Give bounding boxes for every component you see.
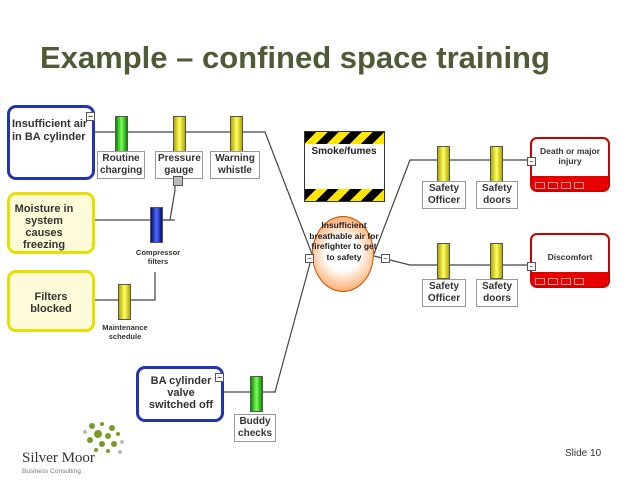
consequence-death[interactable]: Death or major injury −: [527, 137, 610, 192]
barrier-label: Maintenance schedule: [102, 323, 148, 341]
barrier-safety-doors-2[interactable]: [490, 243, 503, 279]
top-event[interactable]: Insufficient breathable air for firefigh…: [309, 216, 379, 292]
threat-label: Insufficient air in BA cylinder: [12, 118, 88, 143]
company-logo: Silver Moor Business Consulting: [22, 420, 132, 483]
logo-tagline: Business Consulting: [22, 468, 81, 475]
collapse-icon[interactable]: −: [381, 254, 390, 263]
barrier-label: Warning whistle: [210, 151, 260, 179]
page-title: Example – confined space training: [40, 40, 550, 75]
hazard-box[interactable]: Smoke/fumes: [304, 131, 385, 202]
logo-name: Silver Moor: [22, 450, 95, 466]
threat-moisture[interactable]: Moisture in system causes freezing: [7, 192, 95, 254]
barrier-buddy-checks[interactable]: [250, 376, 263, 412]
barrier-label: Pressure gauge: [155, 151, 203, 179]
consequence-label: Discomfort: [547, 252, 593, 262]
consequence-rating: [532, 176, 608, 190]
barrier-label: Safety doors: [476, 279, 518, 307]
barrier-label: Buddy checks: [234, 414, 276, 442]
threat-valve-off[interactable]: BA cylinder valve switched off −: [136, 366, 224, 422]
collapse-icon[interactable]: −: [527, 262, 536, 271]
threat-filters-blocked[interactable]: Filters blocked: [7, 270, 95, 332]
threat-label: Moisture in system causes freezing: [14, 203, 74, 251]
collapse-icon[interactable]: −: [215, 373, 224, 382]
barrier-safety-officer-2[interactable]: [437, 243, 450, 279]
threat-label: BA cylinder valve switched off: [148, 375, 214, 411]
hazard-stripes: [305, 132, 384, 144]
barrier-pressure-gauge[interactable]: [173, 116, 186, 152]
barrier-routine-charging[interactable]: [115, 116, 128, 152]
barrier-maintenance[interactable]: [118, 284, 131, 320]
slide-number: Slide 10: [565, 448, 602, 459]
barrier-label: Safety doors: [476, 181, 518, 209]
barrier-label: Compressor filters: [135, 248, 181, 266]
collapse-icon[interactable]: −: [86, 112, 95, 121]
hazard-stripes: [305, 189, 384, 201]
consequence-label: Death or major injury: [540, 146, 600, 166]
barrier-label: Safety Officer: [422, 279, 466, 307]
consequence-discomfort[interactable]: Discomfort −: [527, 233, 610, 288]
threat-insufficient-air[interactable]: Insufficient air in BA cylinder −: [7, 105, 95, 180]
barrier-label: Routine charging: [97, 151, 145, 179]
barrier-warning-whistle[interactable]: [230, 116, 243, 152]
threat-label: Filters blocked: [30, 291, 72, 315]
logo-dots-icon: [83, 422, 124, 454]
barrier-safety-doors-1[interactable]: [490, 146, 503, 182]
top-event-label: Insufficient breathable air for firefigh…: [309, 220, 379, 262]
connector-node: [173, 176, 183, 186]
collapse-icon[interactable]: −: [527, 157, 536, 166]
barrier-label: Safety Officer: [422, 181, 466, 209]
barrier-safety-officer-1[interactable]: [437, 146, 450, 182]
collapse-icon[interactable]: −: [305, 254, 314, 263]
consequence-rating: [532, 272, 608, 286]
barrier-compressor-filters[interactable]: [150, 207, 163, 243]
hazard-label: Smoke/fumes: [311, 146, 377, 157]
